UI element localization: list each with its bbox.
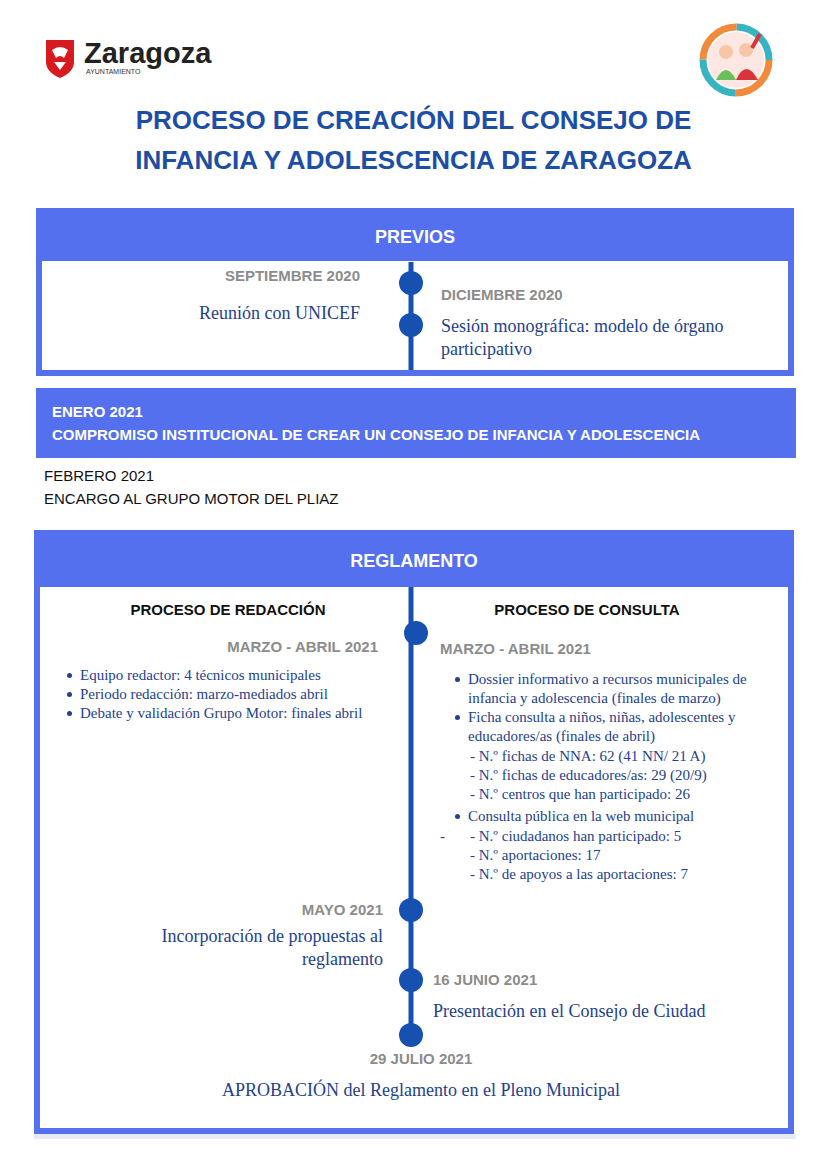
bullet-item: Consulta pública en la web municipal — [468, 807, 768, 826]
column-heading: PROCESO DE REDACCIÓN — [58, 600, 398, 620]
panel-heading: REGLAMENTO — [39, 535, 789, 587]
event-text: Incorporación de propuestas al reglament… — [93, 925, 383, 971]
column-heading: PROCESO DE CONSULTA — [417, 600, 757, 620]
date-label: MARZO - ABRIL 2021 — [78, 637, 378, 657]
bullet-item: Dossier informativo a recursos municipal… — [468, 670, 768, 708]
city-logo-shield — [46, 40, 74, 78]
logo-subtitle: AYUNTAMIENTO — [86, 67, 196, 76]
milestone-band: ENERO 2021COMPROMISO INSTITUCIONAL DE CR… — [36, 388, 796, 458]
bullet-item: Equipo redactor: 4 técnicos municipales — [80, 666, 385, 685]
date-label: 16 JUNIO 2021 — [433, 970, 693, 990]
sub-item: - N.º fichas de educadores/as: 29 (20/9) — [470, 766, 800, 785]
event-text: Presentación en el Consejo de Ciudad — [433, 1000, 793, 1023]
page-title: PROCESO DE CREACIÓN DEL CONSEJO DE INFAN… — [20, 100, 807, 180]
section-panel: PREVIOS — [36, 208, 794, 376]
date-label: MAYO 2021 — [123, 900, 383, 920]
event-text: Sesión monográfica: modelo de órgano par… — [441, 315, 791, 361]
timeline — [399, 262, 428, 1047]
event-text: Reunión con UNICEF — [40, 302, 360, 325]
logo-name: Zaragoza — [84, 36, 254, 70]
date-label: SEPTIEMBRE 2020 — [100, 266, 360, 286]
date-label: DICIEMBRE 2020 — [441, 285, 701, 305]
stray-dash: - — [440, 827, 460, 846]
date-label: MARZO - ABRIL 2021 — [440, 639, 740, 659]
band-text: COMPROMISO INSTITUCIONAL DE CREAR UN CON… — [52, 423, 780, 446]
children-icon — [703, 27, 769, 93]
band-date: ENERO 2021 — [52, 400, 780, 423]
bullet-item: Debate y validación Grupo Motor: finales… — [80, 704, 380, 723]
sub-item: - N.º centros que han participado: 26 — [470, 785, 800, 804]
panel-shadow — [34, 1134, 796, 1139]
sub-item: - N.º aportaciones: 17 — [470, 846, 800, 865]
panel-heading: PREVIOS — [41, 213, 789, 261]
date-label: FEBRERO 2021 — [44, 466, 464, 486]
event-text: ENCARGO AL GRUPO MOTOR DEL PLIAZ — [44, 489, 604, 509]
bullet-item: Periodo redacción: marzo-mediados abril — [80, 685, 385, 704]
sub-item: - N.º de apoyos a las aportaciones: 7 — [470, 865, 800, 884]
sub-item: - N.º fichas de NNA: 62 (41 NN/ 21 A) — [470, 747, 800, 766]
bullet-item: Ficha consulta a niños, niñas, adolescen… — [468, 708, 768, 746]
date-label: 29 JULIO 2021 — [271, 1049, 571, 1069]
sub-item: - N.º ciudadanos han participado: 5 — [470, 827, 800, 846]
event-text: APROBACIÓN del Reglamento en el Pleno Mu… — [111, 1079, 731, 1102]
